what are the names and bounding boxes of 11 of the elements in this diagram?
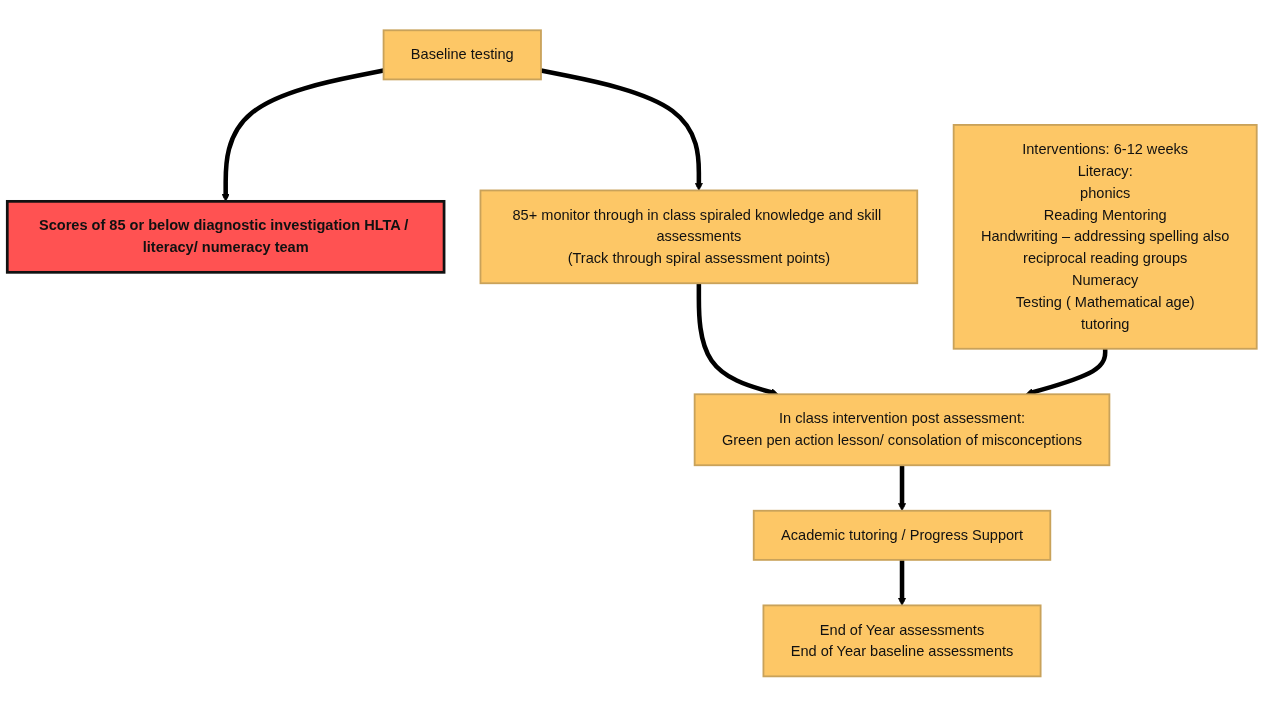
node-box: End of Year assessments End of Year baseline assessments [762, 604, 1042, 677]
node-box: Academic tutoring / Progress Support [752, 509, 1052, 561]
arrow [898, 559, 907, 606]
node-box: Scores of 85 or below diagnostic investigation HLTA / literacy/ numeracy team [5, 199, 446, 274]
arrow [221, 68, 384, 202]
node-box: Interventions: 6-12 weeks Literacy: phonics Reading Mentoring Handwriting – addressing spelling also reciprocal reading groups Numeracy Testing ( Mathematical age) tutoring [952, 123, 1258, 350]
arrow [540, 68, 703, 191]
arrow [898, 464, 907, 511]
node-box: In class intervention post assessment: Green pen action lesson/ consolation of misconceptions [693, 393, 1111, 466]
node-box: 85+ monitor through in class spiraled knowledge and skill assessments (Track through spiral assessment points) [479, 189, 919, 284]
node-box: Baseline testing [382, 29, 542, 80]
